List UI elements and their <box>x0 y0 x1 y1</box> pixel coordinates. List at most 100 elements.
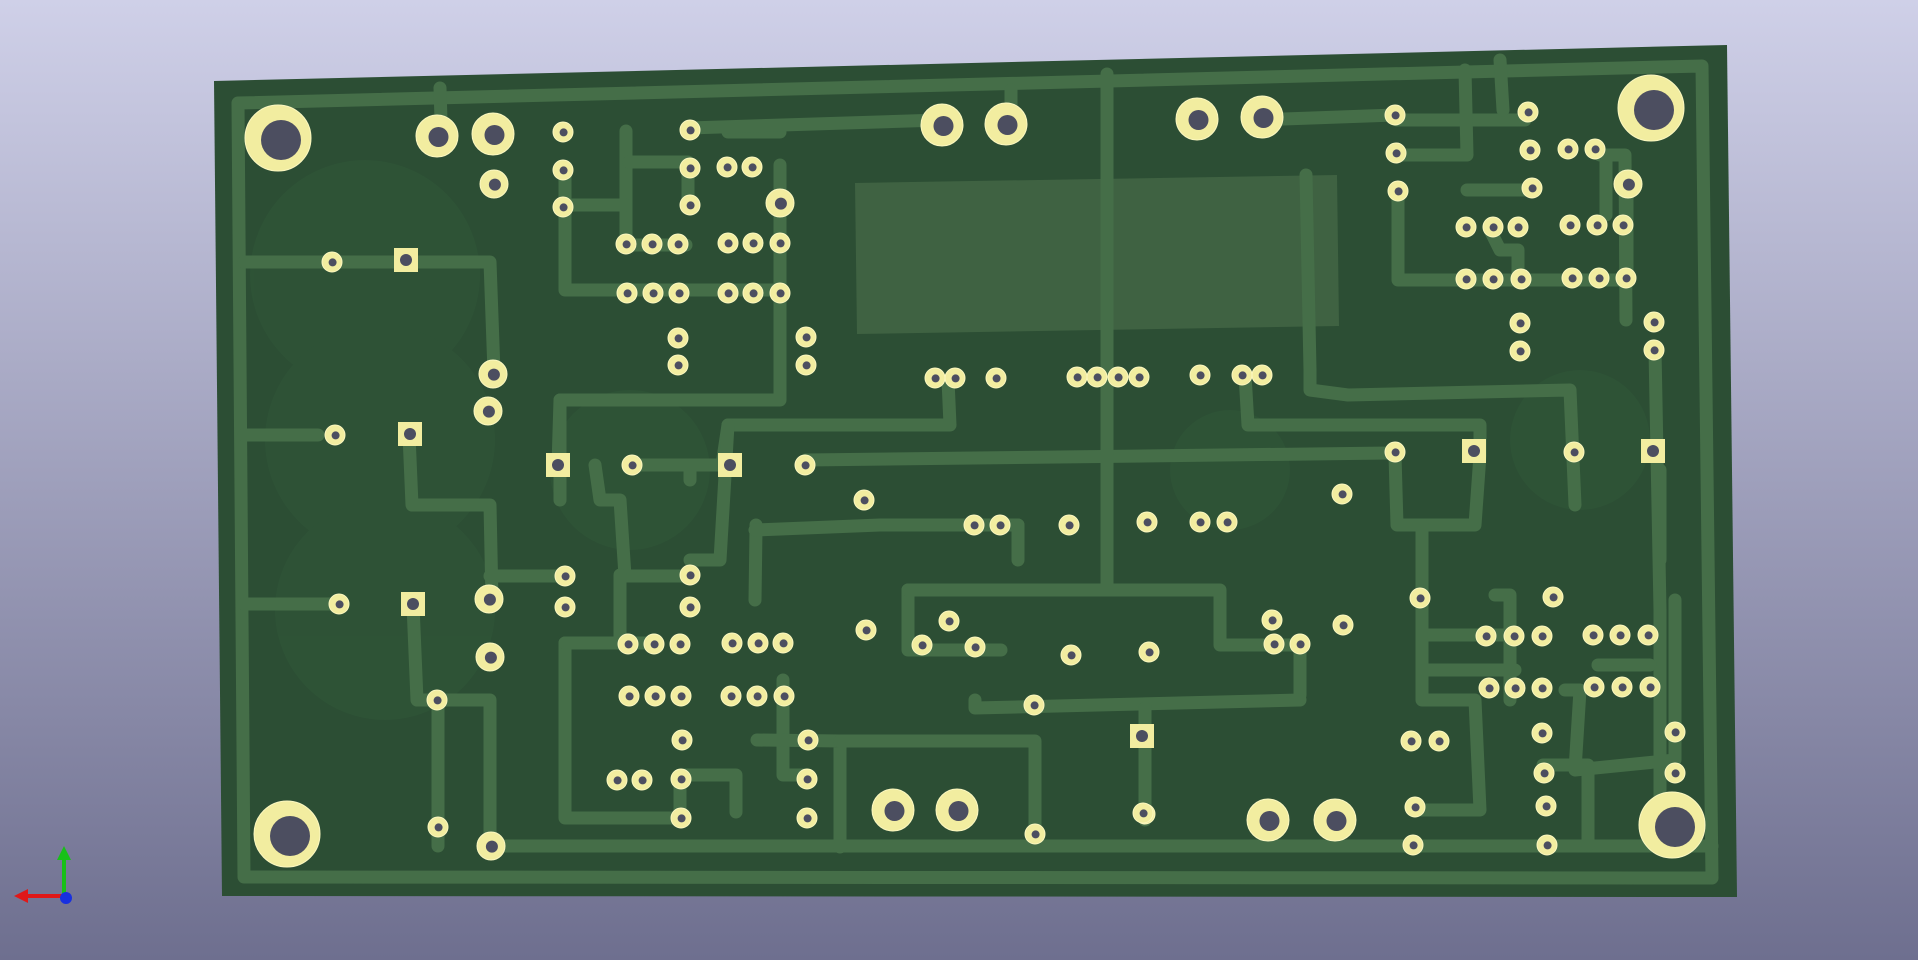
via-pad <box>746 685 768 707</box>
via-pad <box>679 564 701 586</box>
via-pad <box>1023 694 1045 716</box>
large-pad <box>871 788 915 832</box>
square-pad <box>394 248 418 272</box>
via-pad <box>964 636 986 658</box>
via-pad <box>670 807 692 829</box>
via-pad <box>554 565 576 587</box>
via-pad <box>1482 268 1504 290</box>
via-pad <box>1251 364 1273 386</box>
via-pad <box>668 282 690 304</box>
via-pad <box>1331 483 1353 505</box>
via-pad <box>1132 802 1154 824</box>
y-axis-head <box>57 846 71 860</box>
square-pad <box>1641 439 1665 463</box>
via-pad <box>1584 138 1606 160</box>
via-pad <box>670 685 692 707</box>
via-pad <box>742 232 764 254</box>
medium-pad <box>478 359 508 389</box>
large-pad <box>935 788 979 832</box>
square-pad <box>1130 724 1154 748</box>
via-pad <box>1535 795 1557 817</box>
via-pad <box>1455 216 1477 238</box>
via-pad <box>1637 624 1659 646</box>
via-pad <box>328 593 350 615</box>
via-pad <box>615 233 637 255</box>
medium-pad <box>474 584 504 614</box>
via-pad <box>1586 214 1608 236</box>
via-pad <box>1531 625 1553 647</box>
via-pad <box>717 282 739 304</box>
via-pad <box>1509 340 1531 362</box>
via-pad <box>1384 441 1406 463</box>
large-pad <box>1175 97 1219 141</box>
via-pad <box>616 282 638 304</box>
via-pad <box>1261 609 1283 631</box>
via-pad <box>1136 511 1158 533</box>
large-pad <box>415 114 459 158</box>
square-pad <box>546 453 570 477</box>
via-pad <box>797 729 819 751</box>
via-pad <box>794 454 816 476</box>
via-pad <box>1402 834 1424 856</box>
via-pad <box>667 354 689 376</box>
via-pad <box>554 596 576 618</box>
via-pad <box>552 159 574 181</box>
via-pad <box>747 632 769 654</box>
x-axis-head <box>14 889 28 903</box>
via-pad <box>643 633 665 655</box>
via-pad <box>1475 625 1497 647</box>
via-pad <box>853 489 875 511</box>
via-pad <box>426 689 448 711</box>
via-pad <box>1507 216 1529 238</box>
via-pad <box>679 119 701 141</box>
via-pad <box>1128 366 1150 388</box>
via-pad <box>669 633 691 655</box>
square-pad <box>1462 439 1486 463</box>
via-pad <box>721 632 743 654</box>
via-pad <box>796 768 818 790</box>
via-pad <box>1509 312 1531 334</box>
via-pad <box>1024 823 1046 845</box>
axis-orientation-gizmo <box>8 836 88 916</box>
via-pad <box>1385 142 1407 164</box>
via-pad <box>773 685 795 707</box>
via-pad <box>1058 514 1080 536</box>
via-pad <box>989 514 1011 536</box>
medium-pad <box>479 169 509 199</box>
mounting-hole <box>1617 74 1685 142</box>
large-pad <box>984 102 1028 146</box>
via-pad <box>1409 587 1431 609</box>
via-pad <box>1542 586 1564 608</box>
via-pad <box>606 769 628 791</box>
via-pad <box>963 514 985 536</box>
via-pad <box>720 685 742 707</box>
via-pad <box>1519 139 1541 161</box>
via-pad <box>1639 676 1661 698</box>
via-pad <box>985 367 1007 389</box>
via-pad <box>1189 511 1211 533</box>
via-pad <box>1615 267 1637 289</box>
pcb-board[interactable] <box>214 45 1737 897</box>
via-pad <box>855 619 877 641</box>
via-pad <box>679 194 701 216</box>
via-pad <box>1664 762 1686 784</box>
via-pad <box>1384 104 1406 126</box>
via-pad <box>1557 138 1579 160</box>
via-pad <box>772 632 794 654</box>
component-shadows <box>250 160 1650 720</box>
via-pad <box>321 251 343 273</box>
via-pad <box>644 685 666 707</box>
via-pad <box>1643 311 1665 333</box>
via-pad <box>621 454 643 476</box>
via-pad <box>427 816 449 838</box>
square-pad <box>401 592 425 616</box>
via-pad <box>1582 624 1604 646</box>
copper-pour <box>855 175 1339 334</box>
large-pad <box>1246 798 1290 842</box>
via-pad <box>1561 267 1583 289</box>
z-axis-dot <box>60 892 72 904</box>
via-pad <box>324 424 346 446</box>
via-pad <box>1643 339 1665 361</box>
